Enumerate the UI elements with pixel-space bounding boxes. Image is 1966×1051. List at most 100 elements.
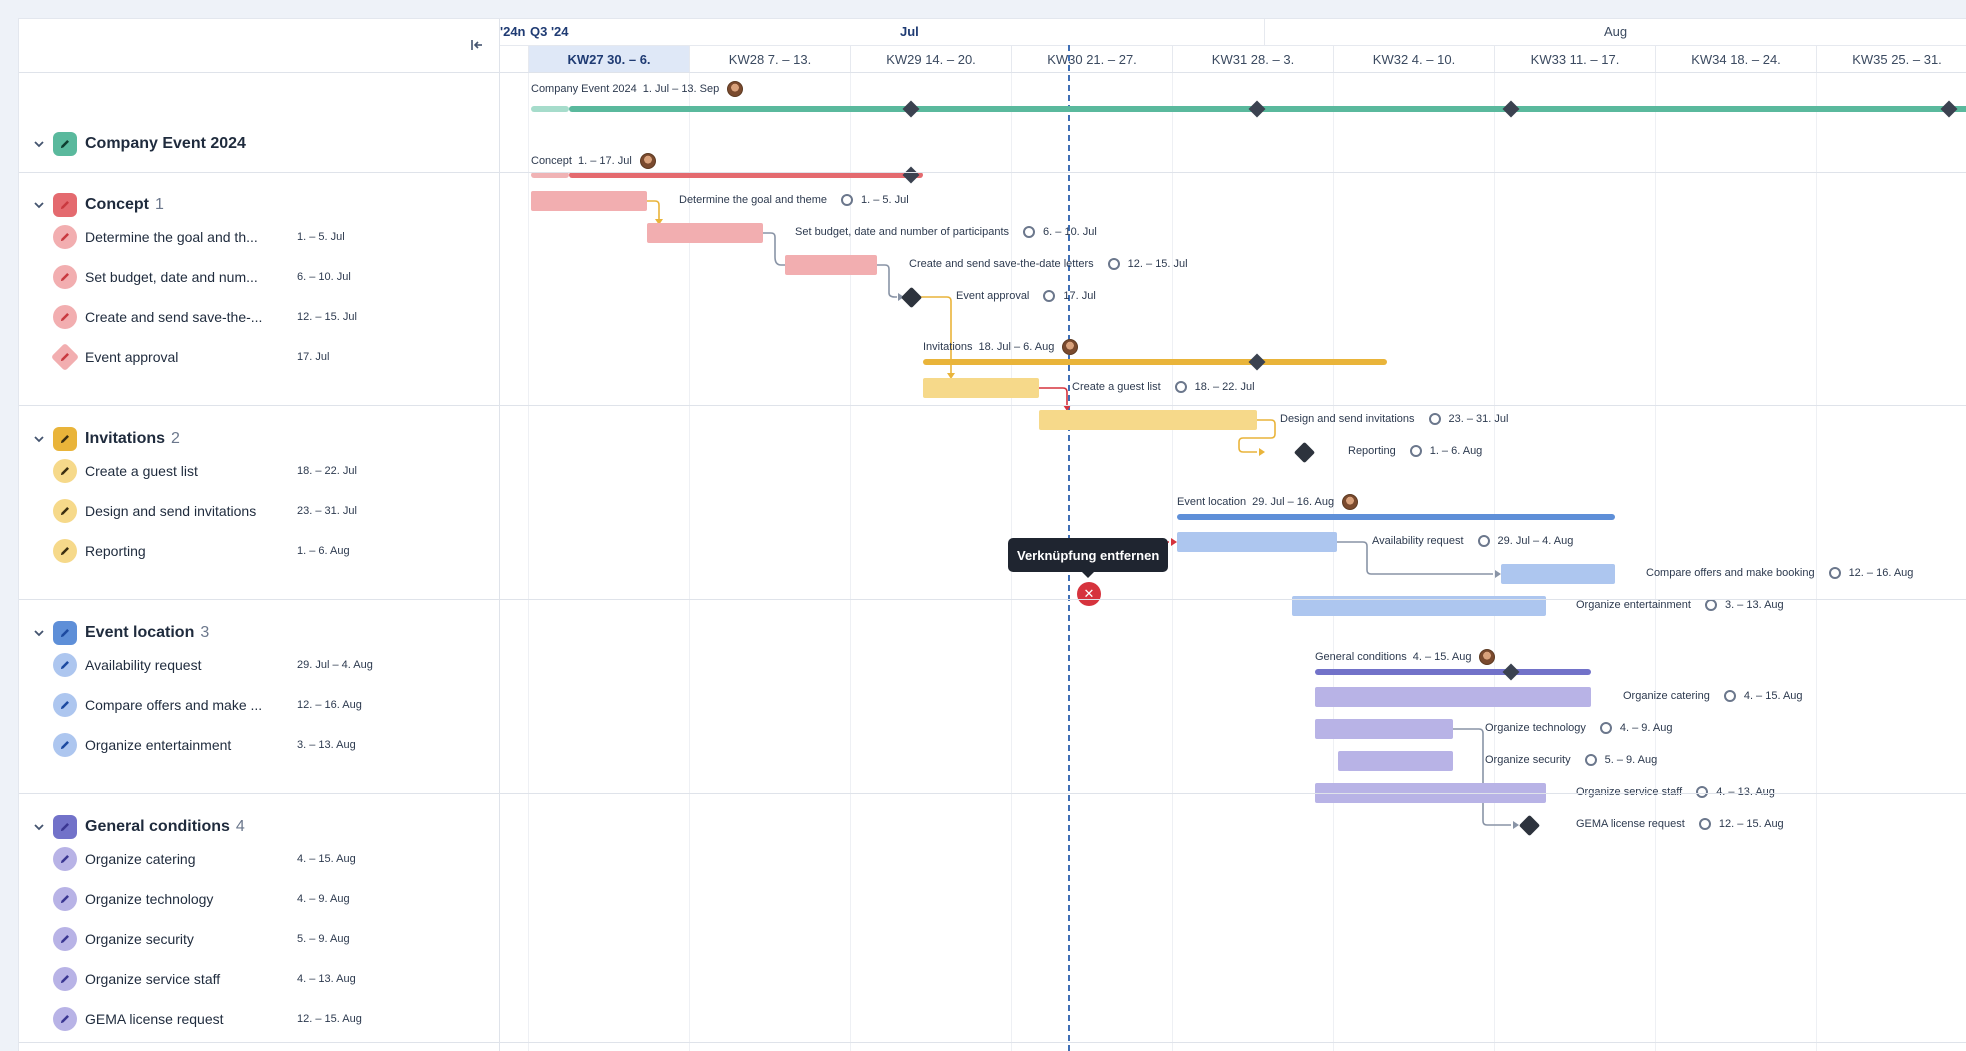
week-column[interactable]: KW32 4. – 10. [1333, 46, 1494, 72]
project-row[interactable]: Company Event 2024 [19, 124, 499, 164]
task-row[interactable]: Compare offers and make ...12. – 16. Aug [19, 685, 499, 725]
task-date: 4. – 9. Aug [297, 893, 350, 905]
status-icon [1723, 690, 1736, 702]
dependency-link[interactable] [1238, 419, 1276, 453]
week-column[interactable]: KW34 18. – 24. [1655, 46, 1816, 72]
group-bar-past[interactable] [531, 172, 569, 178]
task-row[interactable]: Create and send save-the-...12. – 15. Ju… [19, 297, 499, 337]
week-gridline [689, 73, 690, 1051]
task-date: 17. Jul [297, 351, 330, 363]
task-row[interactable]: Set budget, date and num...6. – 10. Jul [19, 257, 499, 297]
group-separator [19, 599, 1966, 600]
dependency-link[interactable] [647, 200, 660, 219]
task-bar[interactable] [1501, 564, 1615, 584]
week-column[interactable]: KW27 30. – 6. [528, 46, 689, 72]
task-bar[interactable] [1338, 751, 1453, 771]
pencil-icon [53, 459, 77, 483]
task-bar-label[interactable]: Set budget, date and number of participa… [795, 226, 1097, 238]
chevron-down-icon[interactable] [31, 431, 47, 447]
remove-link-button[interactable]: ✕ [1077, 582, 1101, 606]
task-bar[interactable] [647, 223, 763, 243]
dependency-link[interactable] [1453, 728, 1511, 826]
task-bar[interactable] [1039, 410, 1257, 430]
task-bar[interactable] [1315, 687, 1591, 707]
arrow-icon [1171, 538, 1177, 546]
bar-label-date: 1. – 17. Jul [577, 155, 632, 167]
group-bar[interactable] [1177, 514, 1615, 520]
pencil-icon [53, 427, 77, 451]
week-column[interactable]: KW31 28. – 3. [1172, 46, 1333, 72]
task-row[interactable]: Determine the goal and th...1. – 5. Jul [19, 217, 499, 257]
pencil-icon [53, 733, 77, 757]
collapse-panel-button[interactable] [467, 35, 487, 55]
week-column[interactable]: KW29 14. – 20. [850, 46, 1011, 72]
dependency-link[interactable] [917, 296, 952, 365]
task-bar[interactable] [1177, 532, 1337, 552]
task-bar[interactable] [923, 378, 1039, 398]
bar-label-text: Company Event 2024 [531, 83, 637, 95]
group-bar[interactable] [1315, 669, 1591, 675]
chevron-down-icon[interactable] [31, 197, 47, 213]
bar-label-text: Reporting [1348, 445, 1396, 457]
chevron-down-icon[interactable] [31, 136, 47, 152]
group-bar[interactable] [569, 172, 923, 178]
task-bar[interactable] [531, 191, 647, 211]
dependency-link-selected[interactable] [1039, 387, 1068, 405]
chevron-down-icon[interactable] [31, 819, 47, 835]
chevron-down-icon[interactable] [31, 625, 47, 641]
task-date: 12. – 15. Aug [297, 1013, 362, 1025]
week-column[interactable]: KW33 11. – 17. [1494, 46, 1655, 72]
dependency-link[interactable] [877, 264, 897, 298]
group-bar[interactable] [923, 359, 1387, 365]
bar-label-date: 12. – 15. Aug [1718, 818, 1784, 830]
project-bar-past[interactable] [531, 106, 569, 112]
task-bar[interactable] [1315, 719, 1453, 739]
dependency-link[interactable] [1337, 541, 1493, 575]
task-title: Organize catering [85, 851, 196, 867]
dependency-link[interactable] [763, 232, 785, 266]
project-bar[interactable] [569, 106, 1966, 112]
task-bar[interactable] [785, 255, 877, 275]
pencil-icon [53, 1007, 77, 1031]
week-column[interactable]: KW28 7. – 13. [689, 46, 850, 72]
week-column[interactable]: KW35 25. – 31. [1816, 46, 1966, 72]
task-bar[interactable] [1292, 596, 1546, 616]
